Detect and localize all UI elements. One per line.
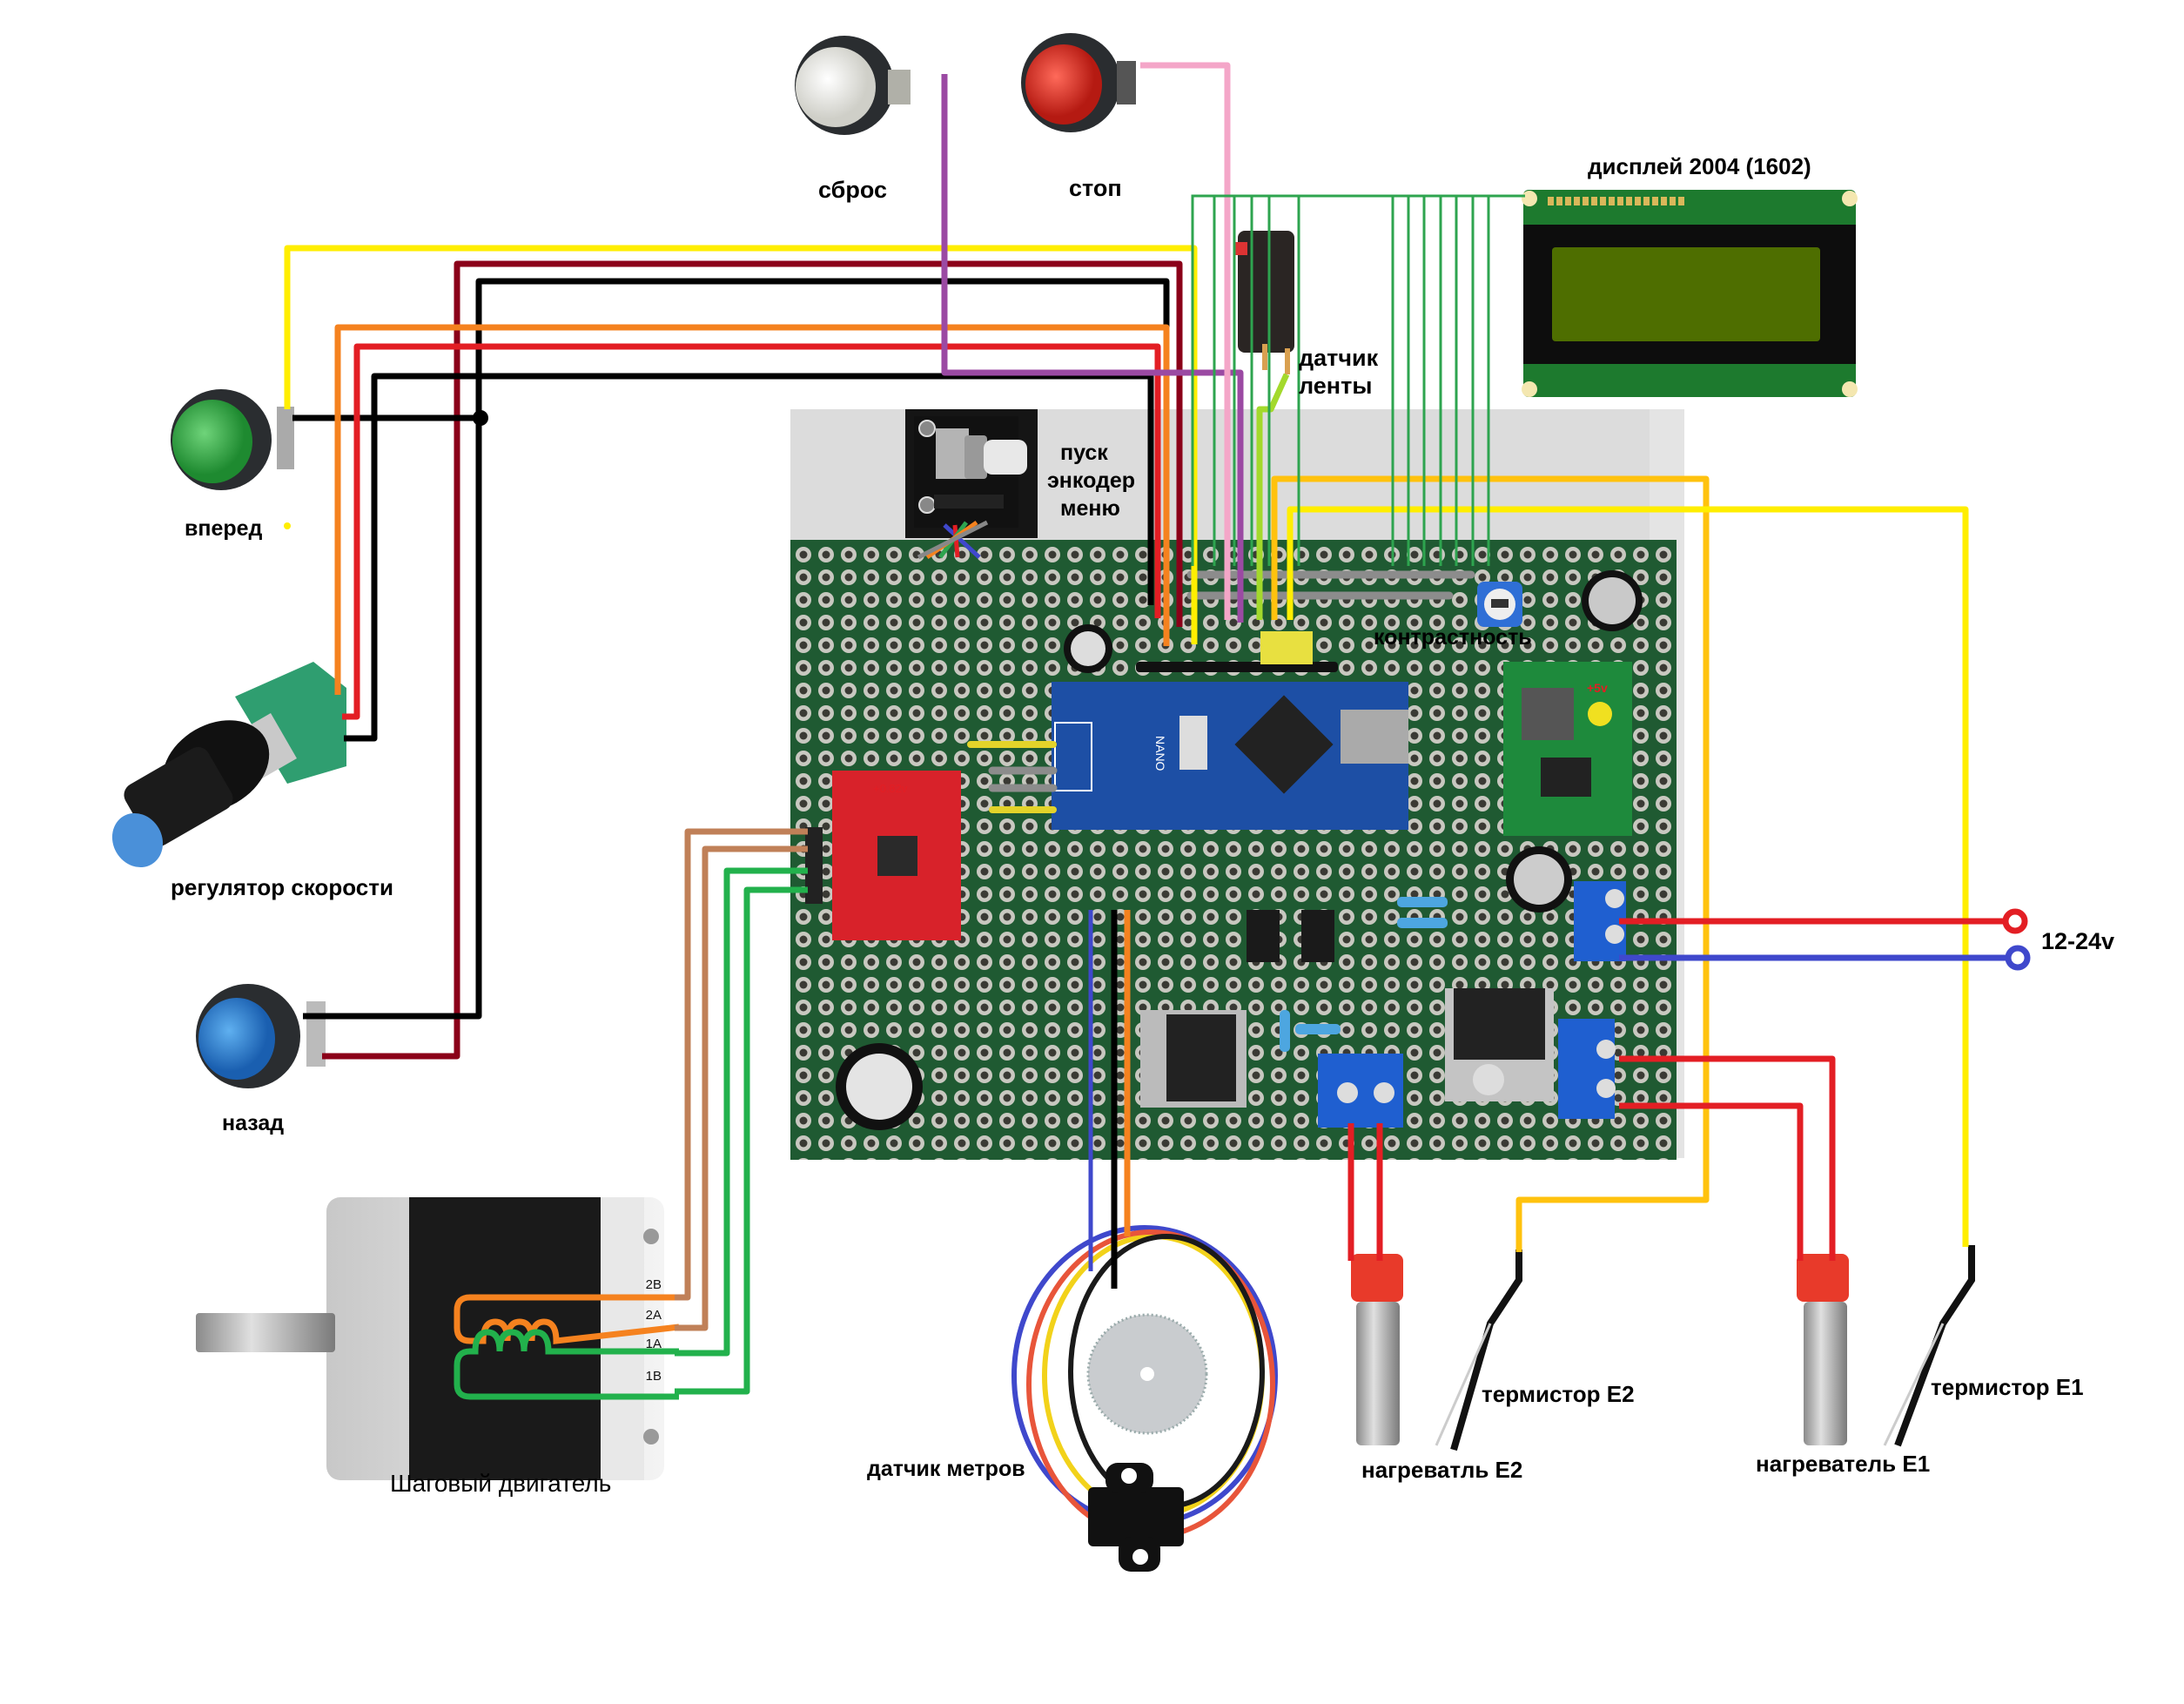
heater-e1-label: нагреватель E1 bbox=[1756, 1451, 1931, 1477]
dcdc-converter: +5v bbox=[1503, 662, 1632, 836]
heater-e1 bbox=[1797, 1254, 1849, 1445]
encoder-label-1: пуск bbox=[1060, 441, 1108, 465]
motor-terminal-labels: 2B 2A 1A 1B bbox=[646, 1277, 662, 1384]
stop-button bbox=[1021, 33, 1136, 132]
reset-button bbox=[795, 36, 911, 135]
lcd-pin-v0 bbox=[1565, 197, 1571, 205]
terminal-1b: 1B bbox=[646, 1369, 662, 1384]
wire-red-heater-e1-a bbox=[1619, 1055, 1836, 1261]
display-label: дисплей 2004 (1602) bbox=[1588, 153, 1811, 179]
power-input-label: 12-24v bbox=[2041, 928, 2115, 954]
lcd-pin-d5 bbox=[1643, 197, 1650, 205]
wire-green-1b bbox=[675, 886, 808, 1395]
lcd-pin-k bbox=[1678, 197, 1684, 205]
wire-yellow-therm-e1 bbox=[1287, 506, 1969, 1247]
driver-voltage-label: +0.82v bbox=[873, 782, 908, 795]
wire-orange-pot bbox=[334, 324, 1170, 695]
wire-lime-tape bbox=[1256, 373, 1290, 620]
meter-sensor bbox=[1011, 1225, 1278, 1572]
terminal-2a: 2A bbox=[646, 1308, 662, 1323]
dcdc-voltage-label: +5v bbox=[1587, 681, 1608, 695]
tape-sensor-label-1: датчик bbox=[1299, 345, 1379, 371]
wire-black-pot bbox=[344, 373, 1154, 742]
rotary-encoder bbox=[905, 409, 1038, 538]
encoder-label-2: энкодер bbox=[1047, 468, 1136, 493]
reset-button-label: сброс bbox=[818, 177, 887, 203]
lcd-pin-d7 bbox=[1661, 197, 1667, 205]
encoder-crossed-wires bbox=[917, 520, 989, 560]
thermistor-e2-label: термистор E2 bbox=[1482, 1381, 1635, 1407]
lcd-pin-vdd bbox=[1556, 197, 1562, 205]
wire-gold-therm-e2 bbox=[1271, 475, 1710, 1252]
lcd-pin-row bbox=[1548, 197, 1684, 205]
wire-junction bbox=[473, 410, 488, 426]
stepper-driver: +0.82v bbox=[805, 771, 961, 940]
forward-button-label: вперед bbox=[185, 516, 263, 541]
forward-dot bbox=[284, 522, 291, 529]
lcd-pin-vss bbox=[1548, 197, 1554, 205]
wire-brown-2b bbox=[675, 828, 808, 1301]
power-terminal-negative bbox=[2005, 945, 2031, 971]
capacitors bbox=[836, 570, 1643, 1130]
stepper-motor-label: Шаговый двигатель bbox=[390, 1470, 612, 1497]
lcd-pin-d4 bbox=[1635, 197, 1641, 205]
wire-pink-stop bbox=[1140, 62, 1231, 620]
lcd-bus-wires bbox=[1191, 194, 1525, 566]
wires bbox=[284, 62, 2031, 1395]
back-button bbox=[196, 984, 326, 1088]
lcd-pin-d0 bbox=[1600, 197, 1606, 205]
meter-sensor-label: датчик метров bbox=[867, 1457, 1025, 1481]
wire-red-heater-e1-b bbox=[1619, 1102, 1804, 1261]
tape-sensor-label-2: ленты bbox=[1299, 373, 1373, 399]
forward-button bbox=[171, 389, 294, 490]
nano-label: NANO bbox=[1153, 736, 1167, 771]
speed-regulator-label: регулятор скорости bbox=[171, 874, 393, 900]
screw-terminals bbox=[1318, 881, 1626, 1128]
tape-sensor-microswitch bbox=[1234, 231, 1294, 374]
power-terminal-positive bbox=[2002, 908, 2028, 934]
wire-yellow-forward bbox=[284, 245, 1198, 644]
heater-e2 bbox=[1351, 1254, 1403, 1445]
wire-darkred-back bbox=[322, 260, 1183, 1060]
resistors bbox=[1280, 897, 1448, 1052]
wire-purple-reset bbox=[941, 74, 1244, 623]
lcd-pin-d6 bbox=[1652, 197, 1658, 205]
back-button-label: назад bbox=[222, 1111, 285, 1135]
terminal-2b: 2B bbox=[646, 1277, 662, 1292]
heater-e2-label: нагреватль E2 bbox=[1361, 1457, 1523, 1483]
lcd-pin-rw bbox=[1583, 197, 1589, 205]
jumper-wires-yellow bbox=[967, 741, 1057, 813]
speed-potentiometer bbox=[111, 662, 346, 868]
stop-button-label: стоп bbox=[1069, 175, 1122, 201]
optocouplers bbox=[1247, 910, 1334, 962]
motor-coils bbox=[454, 1294, 680, 1400]
contrast-label: контрастность bbox=[1374, 625, 1532, 650]
encoder-label-3: меню bbox=[1060, 496, 1120, 521]
lcd-pin-rs bbox=[1574, 197, 1580, 205]
regulators bbox=[1140, 988, 1554, 1108]
wire-green-1a bbox=[675, 867, 808, 1357]
arduino-nano: NANO bbox=[1052, 682, 1408, 830]
lcd-pin-d1 bbox=[1609, 197, 1615, 205]
lcd-pin-a bbox=[1670, 197, 1676, 205]
contrast-trimmer bbox=[1477, 582, 1522, 627]
thermistor-e1 bbox=[1883, 1245, 1975, 1447]
yellow-header bbox=[1260, 631, 1313, 664]
thermistor-e1-label: термистор E1 bbox=[1931, 1374, 2084, 1400]
terminal-1a: 1A bbox=[646, 1337, 662, 1351]
lcd-pin-e bbox=[1591, 197, 1597, 205]
lcd-pin-d3 bbox=[1626, 197, 1632, 205]
wire-brown-2a bbox=[675, 845, 808, 1331]
thermistor-e2 bbox=[1435, 1249, 1522, 1451]
wire-red-pot bbox=[342, 343, 1161, 720]
lcd-pin-d2 bbox=[1617, 197, 1623, 205]
lcd-display bbox=[1522, 190, 1858, 397]
